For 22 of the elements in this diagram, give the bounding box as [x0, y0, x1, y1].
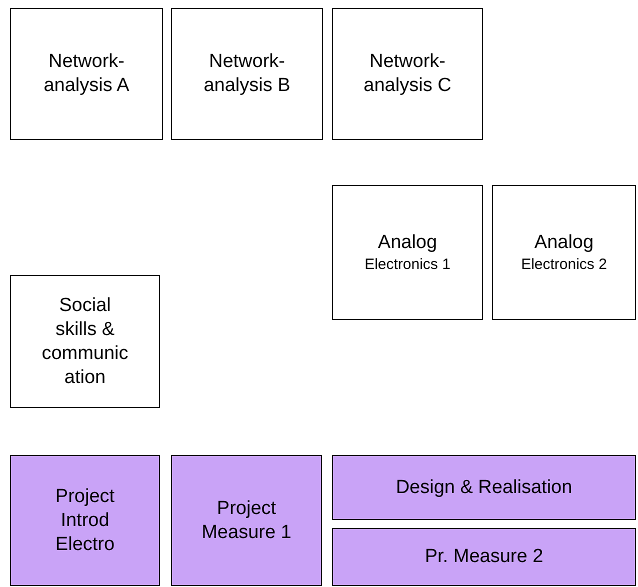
- course-box: [332, 528, 636, 586]
- course-subtitle: Electronics 2: [521, 254, 607, 274]
- course-title: Network-analysis C: [362, 50, 452, 98]
- course-subtitle: Electronics 1: [364, 254, 450, 274]
- course-title: Analog: [534, 230, 594, 254]
- course-title: Pr. Measure 2: [424, 545, 544, 569]
- course-box: [332, 455, 636, 520]
- course-box: [492, 185, 636, 320]
- course-box: [332, 8, 483, 140]
- course-box: [10, 455, 160, 586]
- course-title: Design & Realisation: [396, 476, 572, 500]
- course-box: [171, 8, 323, 140]
- course-title: Social skills & communication: [40, 294, 130, 390]
- course-title: Project Introd Electro: [54, 484, 116, 556]
- course-title: Network-analysis A: [42, 50, 130, 98]
- course-box: [10, 275, 160, 408]
- course-box: [10, 8, 163, 140]
- course-box: [332, 185, 483, 320]
- course-title: Project Measure 1: [202, 496, 292, 544]
- course-box: [171, 455, 322, 586]
- course-title: Analog: [378, 230, 438, 254]
- course-title: Network-analysis B: [202, 50, 292, 98]
